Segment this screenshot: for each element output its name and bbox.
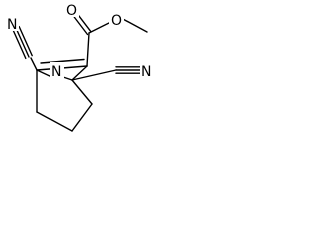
atom-labels: O O N N N bbox=[5, 1, 154, 80]
bond-carbonyl-ester-o bbox=[88, 21, 112, 34]
bond-c6-c5 bbox=[71, 103, 93, 132]
bond-n-bridge-left bbox=[36, 69, 53, 78]
bond-n-bridge-right bbox=[62, 76, 73, 81]
bond-group bbox=[12, 10, 148, 132]
bridge-nitrogen-label: N bbox=[51, 64, 61, 80]
bond-alkene-double bbox=[40, 58, 85, 64]
right-nitrile-nitrogen-label: N bbox=[141, 64, 151, 80]
bond-left-nitrile-3 bbox=[12, 28, 27, 60]
bond-carbonyl-alkene bbox=[86, 32, 90, 67]
bond-left-nitrile-1 bbox=[15, 27, 30, 58]
left-nitrile-nitrogen-label: N bbox=[7, 17, 17, 33]
ester-oxygen-label: O bbox=[111, 13, 122, 29]
bond-ester-o-methyl bbox=[120, 17, 148, 33]
bond-alkene-c4 bbox=[71, 65, 88, 81]
molecule-diagram: O O N N N bbox=[0, 0, 156, 142]
carbonyl-oxygen-label: O bbox=[66, 3, 77, 19]
structure-drawing: O O N N N bbox=[5, 1, 154, 132]
bond-c4-right-nitrile bbox=[71, 69, 117, 81]
bond-left-nitrile-2 bbox=[18, 25, 33, 57]
bond-c1-c6 bbox=[36, 111, 73, 132]
bond-c1-nitrile bbox=[30, 57, 38, 71]
bond-c5-c4 bbox=[71, 79, 93, 105]
